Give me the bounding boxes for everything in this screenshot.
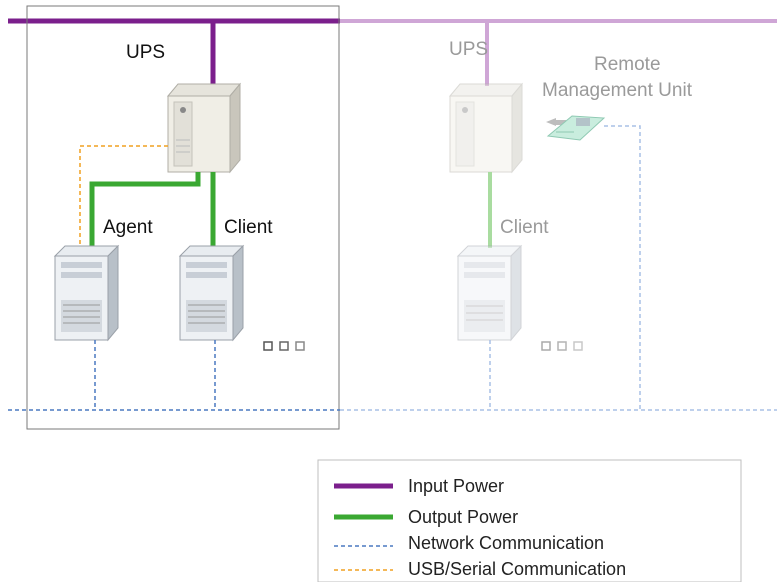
right-client-label: Client — [500, 217, 549, 238]
agent-server — [53, 244, 120, 342]
right-ups-device — [448, 82, 524, 174]
rmu-network-link — [604, 125, 641, 410]
right-client-server — [456, 244, 523, 342]
more-clients-indicator-right — [541, 341, 583, 351]
legend-label-output-power: Output Power — [408, 507, 518, 527]
right-ups-label: UPS — [449, 39, 488, 60]
agent-output-power-line — [89, 172, 201, 248]
legend-label-usb-serial: USB/Serial Communication — [408, 559, 626, 579]
agent-label: Agent — [103, 217, 153, 238]
left-client-label: Client — [224, 217, 273, 238]
left-ups-label: UPS — [126, 42, 165, 63]
remote-management-unit — [546, 115, 606, 141]
legend-label-network: Network Communication — [408, 533, 604, 553]
rmu-label-line2: Management Unit — [542, 80, 693, 101]
rmu-label-line1: Remote — [594, 54, 661, 75]
legend-box — [317, 459, 742, 582]
legend-label-input-power: Input Power — [408, 476, 504, 496]
more-clients-indicator-left — [263, 341, 305, 351]
left-group-box — [26, 5, 340, 430]
left-client-server — [178, 244, 245, 342]
left-ups-device — [166, 82, 242, 174]
usb-serial-link — [79, 145, 168, 246]
